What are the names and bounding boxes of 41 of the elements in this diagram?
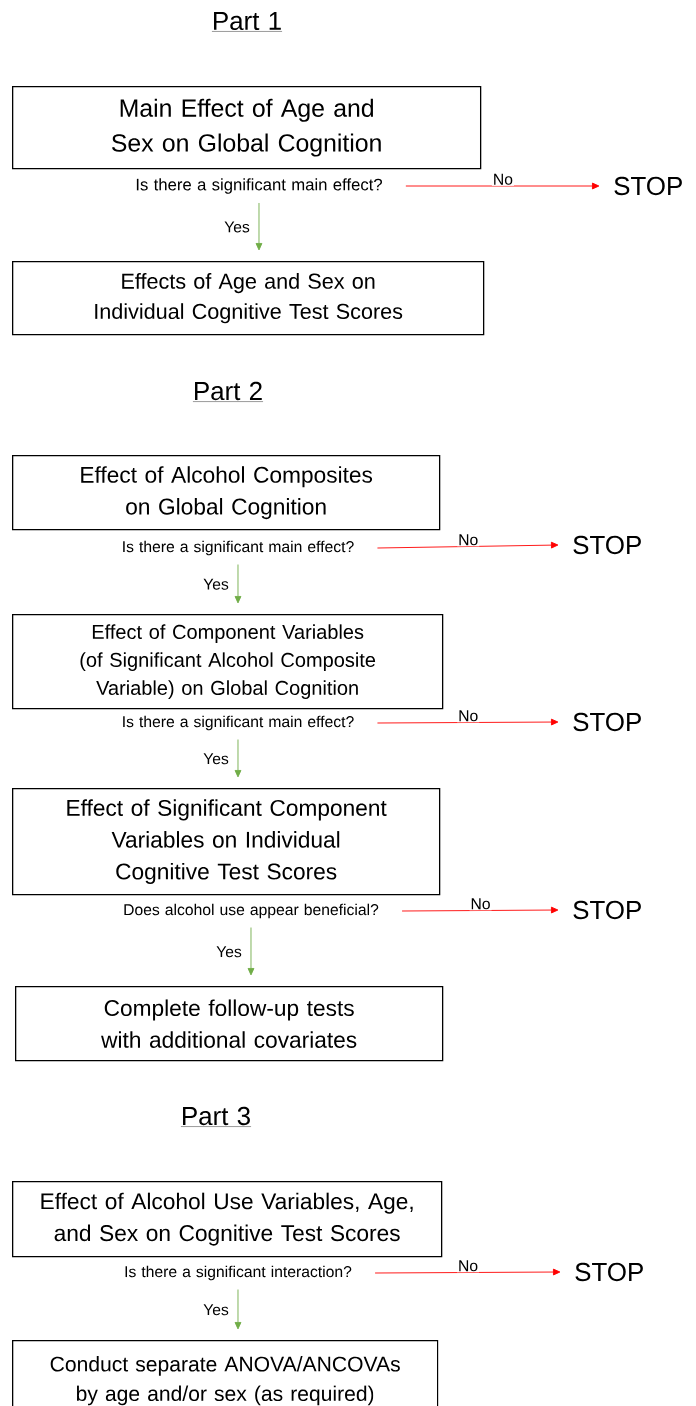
edge-label: Yes — [215, 945, 243, 959]
question-text: Does alcohol use appear beneficial? — [124, 903, 379, 919]
edge-label: Yes — [202, 1303, 230, 1317]
section-heading: Part 1 — [211, 12, 283, 32]
stop-text: STOP — [614, 176, 682, 196]
stop-text: STOP — [575, 1262, 643, 1282]
edge-label: Yes — [202, 752, 230, 766]
edge-label: No — [491, 172, 514, 186]
arrow — [374, 1268, 561, 1276]
process-box: Effect of Component Variables (of Significant Alcohol Composite Variable) on Global Cognition — [12, 614, 444, 710]
section-heading: Part 2 — [192, 381, 264, 402]
edge-label: Yes — [223, 220, 251, 234]
process-box: Effects of Age and Sex on Individual Cognitive Test Scores — [12, 261, 485, 336]
process-box: Conduct separate ANOVA/ANCOVAs by age and/or sex (as required) — [12, 1340, 439, 1406]
section-heading: Part 3 — [180, 1106, 252, 1127]
arrow — [234, 564, 242, 604]
question-text: Is there a significant main effect? — [136, 178, 382, 194]
edge-label: No — [457, 709, 480, 723]
stop-text: STOP — [573, 712, 641, 732]
arrow — [234, 739, 242, 778]
process-box: Effect of Significant Component Variables on Individual Cognitive Test Scores — [12, 788, 441, 896]
arrow — [255, 202, 263, 251]
edge-label: No — [457, 533, 480, 547]
arrow — [377, 718, 559, 726]
question-text: Is there a significant main effect? — [123, 715, 354, 731]
edge-label: Yes — [202, 577, 230, 591]
arrow — [401, 906, 559, 914]
process-box: Effect of Alcohol Composites on Global Cognition — [12, 455, 441, 531]
arrow — [377, 541, 559, 549]
process-box: Main Effect of Age and Sex on Global Cognition — [12, 86, 482, 170]
question-text: Is there a significant main effect? — [123, 540, 354, 556]
edge-label: No — [469, 897, 492, 911]
arrow — [247, 927, 255, 976]
stop-text: STOP — [573, 900, 641, 920]
stop-text: STOP — [573, 535, 641, 555]
process-box: Effect of Alcohol Use Variables, Age, and Sex on Cognitive Test Scores — [12, 1181, 443, 1258]
question-text: Is there a significant interaction? — [125, 1265, 352, 1281]
arrow — [234, 1289, 242, 1330]
process-box: Complete follow-up tests with additional covariates — [15, 986, 444, 1062]
arrow — [405, 182, 600, 190]
edge-label: No — [457, 1259, 480, 1273]
